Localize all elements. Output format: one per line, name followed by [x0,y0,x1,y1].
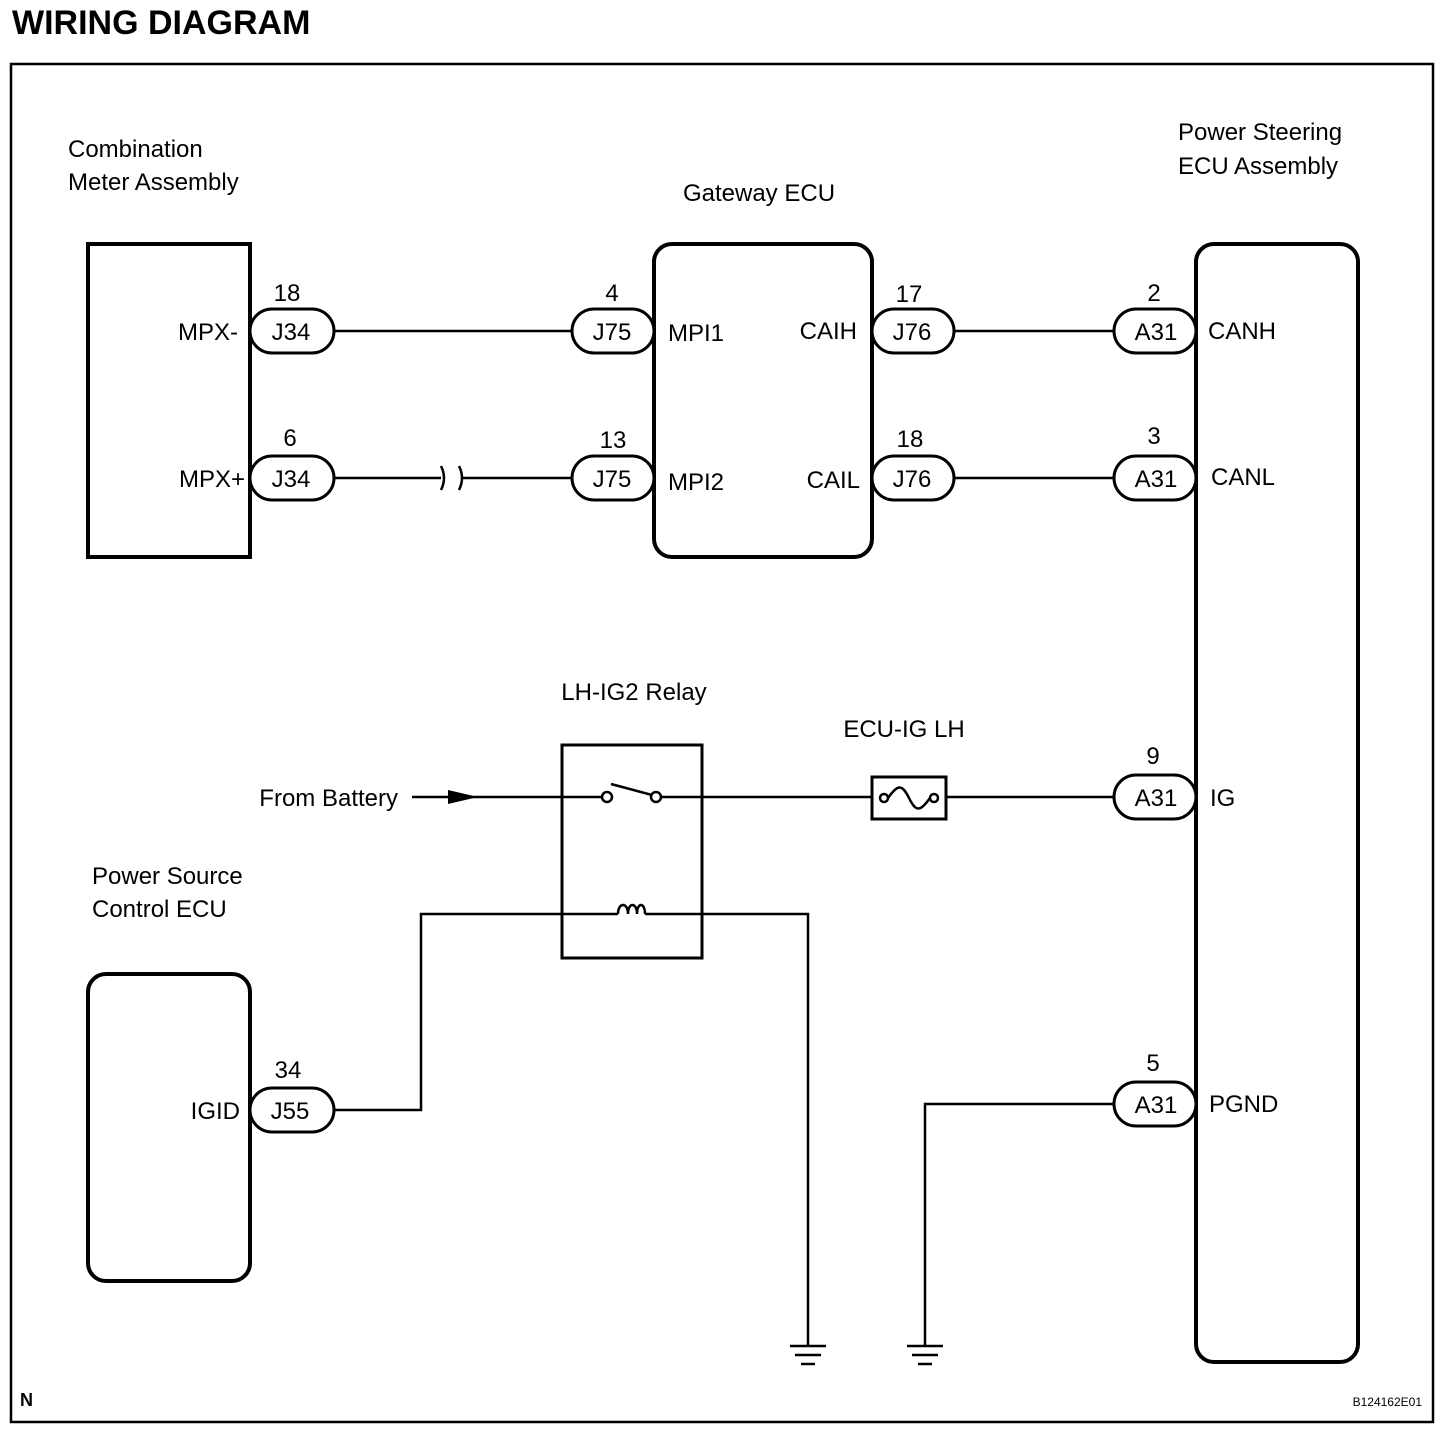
relay-switch-icon [600,782,663,804]
power-source-title-2: Control ECU [92,896,227,923]
connector-meter-mpx-minus: J34 18 [248,280,336,355]
power-steering-title-2: ECU Assembly [1178,153,1338,180]
pin-label-canl: CANL [1211,464,1275,491]
pin-number: 3 [1147,423,1160,450]
connector-gw-mpi1: J75 4 [570,280,656,355]
connector-id: A31 [1135,785,1178,812]
ground-icon [790,1344,826,1366]
pin-number: 9 [1146,743,1159,770]
gateway-ecu-box [652,242,874,559]
connector-ps-pgnd: A31 5 [1112,1050,1198,1128]
relay-title: LH-IG2 Relay [561,679,706,706]
battery-label: From Battery [259,785,398,812]
pin-number: 13 [600,427,627,454]
connector-id: J76 [893,319,932,346]
pin-number: 4 [605,280,618,307]
pin-label-cail: CAIL [807,467,860,494]
power-source-ecu-box [86,972,252,1283]
connector-id: J55 [271,1098,310,1125]
connector-id: J34 [272,466,311,493]
pin-label-mpi1: MPI1 [668,320,724,347]
relay-box [560,743,704,960]
wire-igid-coil [334,912,618,1112]
connector-id: A31 [1135,319,1178,346]
fuse-icon [870,775,948,821]
battery-arrow-icon [448,790,478,804]
pin-label-ig: IG [1210,785,1235,812]
pin-label-mpx-plus: MPX+ [179,466,245,493]
connector-id: J75 [593,319,632,346]
figure-code: B124162E01 [1353,1395,1423,1409]
combination-meter-title-2: Meter Assembly [68,169,239,196]
diagram-frame [9,62,1435,1424]
power-steering-title-1: Power Steering [1178,119,1342,146]
pin-label-caih: CAIH [800,318,857,345]
wire-pgnd-ground [923,1102,1114,1346]
connector-id: A31 [1135,1092,1178,1119]
connector-gw-mpi2: J75 13 [570,427,656,502]
connector-id: J34 [272,319,311,346]
combination-meter-title-1: Combination [68,136,203,163]
connector-ps-canl: A31 3 [1112,423,1198,502]
page-title: WIRING DIAGRAM [12,4,310,42]
wires [334,329,1114,1346]
connector-psc-igid: J55 34 [248,1057,336,1134]
connector-id: J75 [593,466,632,493]
power-source-title-1: Power Source [92,863,243,890]
connector-gw-caih: J76 17 [870,281,956,355]
pin-label-canh: CANH [1208,318,1276,345]
wire-break-right [457,465,464,491]
pin-number: 2 [1147,280,1160,307]
pin-number: 18 [274,280,301,307]
pin-label-mpi2: MPI2 [668,469,724,496]
pin-number: 17 [896,281,923,308]
combination-meter-box [86,242,252,559]
connector-ps-ig: A31 9 [1112,743,1198,821]
corner-label: N [20,1390,33,1410]
relay-coil-icon [616,903,647,915]
pin-label-igid: IGID [191,1098,240,1125]
pin-number: 34 [275,1057,302,1084]
fuse-title: ECU-IG LH [843,716,964,743]
connector-gw-cail: J76 18 [870,426,956,502]
wire-break-left [439,465,446,491]
pin-label-pgnd: PGND [1209,1091,1278,1118]
ground-icon [907,1344,943,1366]
pin-number: 6 [283,425,296,452]
wire-coil-ground [645,912,810,1346]
connector-meter-mpx-plus: J34 6 [248,425,336,502]
connector-id: A31 [1135,466,1178,493]
connector-ps-canh: A31 2 [1112,280,1198,355]
pin-number: 18 [897,426,924,453]
pin-label-mpx-minus: MPX- [178,319,238,346]
connector-id: J76 [893,466,932,493]
pin-number: 5 [1146,1050,1159,1077]
gateway-ecu-title: Gateway ECU [683,180,835,207]
